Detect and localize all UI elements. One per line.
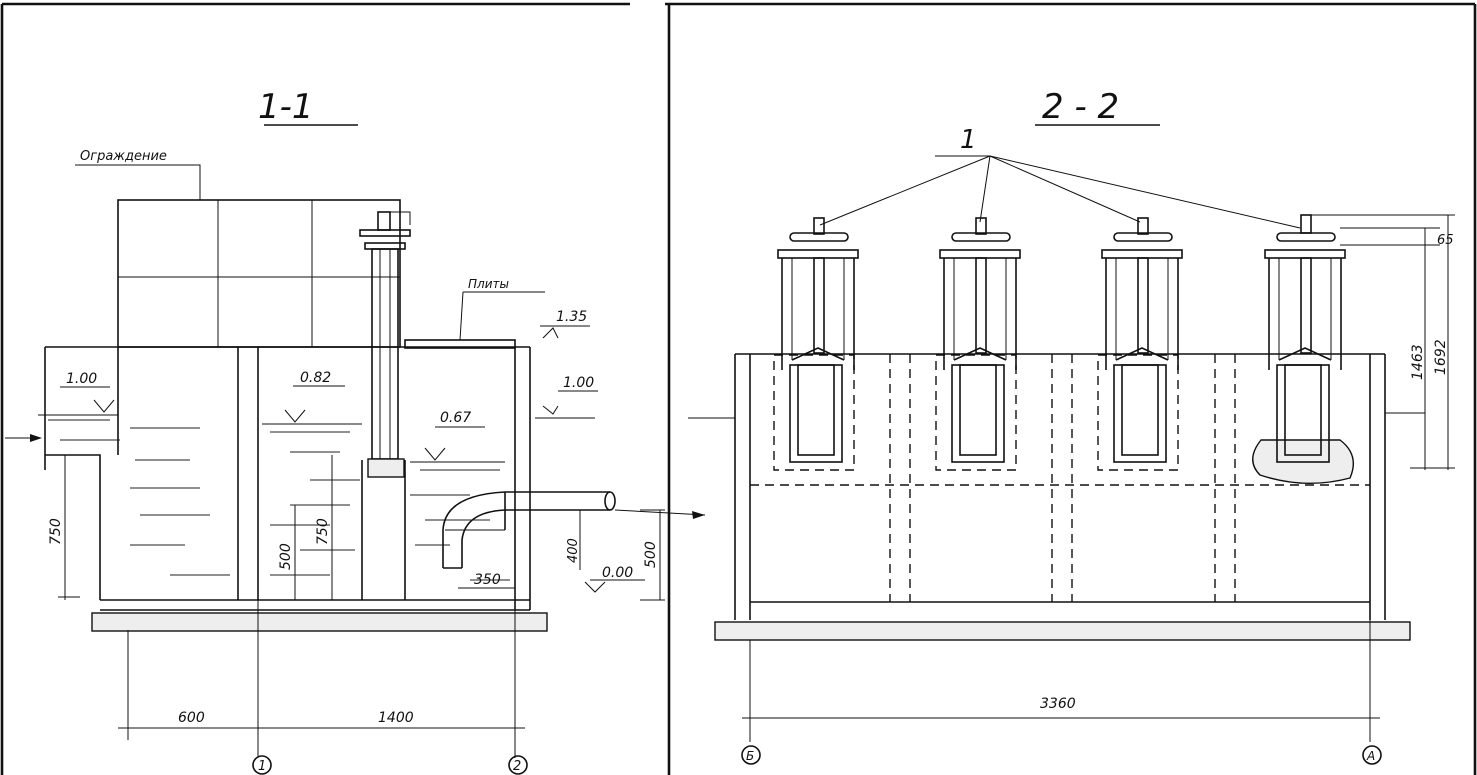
dims-horizontal-right: 3360 Б А — [741, 620, 1382, 765]
dim-750-left: 750 — [48, 518, 64, 545]
dim-1400: 1400 — [378, 710, 414, 726]
dim-400: 400 — [566, 538, 581, 563]
axis-2: 2 — [513, 759, 521, 774]
callout-leaders — [819, 155, 1301, 229]
dim-600: 600 — [178, 710, 205, 726]
elev-100-right: 1.00 — [563, 375, 594, 391]
elev-082: 0.82 — [300, 370, 331, 386]
axis-a: А — [1366, 749, 1375, 763]
fence — [117, 199, 401, 348]
gate-3 — [1097, 217, 1183, 471]
outlet-pipe — [442, 491, 706, 569]
elev-135: 1.35 — [556, 309, 587, 325]
water-hatching — [48, 419, 510, 581]
inlet-arrow — [5, 434, 42, 442]
foundation-left — [91, 612, 548, 632]
gate-4 — [1252, 214, 1354, 484]
gate-2 — [935, 217, 1021, 471]
dims-horizontal-left: 600 1400 1 2 — [118, 600, 528, 775]
elev-100-left: 1.00 — [66, 371, 97, 387]
section-2-2-title: 2 - 2 — [1042, 87, 1119, 127]
dim-500-mid: 500 — [278, 543, 294, 570]
axis-b: Б — [746, 749, 754, 763]
slabs-label: Плиты — [468, 277, 509, 291]
tank-walls — [44, 339, 531, 611]
dim-500-right: 500 — [643, 541, 659, 568]
fence-label: Ограждение — [80, 149, 167, 164]
elevations-left: 1.35 1.00 0.82 0.67 1.00 0.00 — [38, 309, 645, 593]
gate-left — [359, 211, 411, 478]
dims-vertical-right: 65 1463 1692 — [1310, 214, 1455, 470]
dim-750-mid: 750 — [315, 518, 331, 545]
gate-1 — [773, 217, 859, 471]
section-1-1: 1-1 Ограждение Плиты — [5, 87, 706, 775]
dim-1463: 1463 — [1410, 344, 1426, 380]
axis-1: 1 — [258, 759, 266, 774]
callout-1: 1 — [960, 125, 977, 155]
dim-1692: 1692 — [1433, 339, 1449, 375]
dim-65: 65 — [1437, 233, 1454, 248]
foundation-right — [714, 621, 1411, 641]
section-1-1-title: 1-1 — [258, 87, 314, 127]
section-2-2: 2 - 2 1 — [688, 87, 1455, 765]
dims-vertical-left: 750 500 750 400 500 350 — [48, 454, 665, 601]
dim-3360: 3360 — [1040, 696, 1076, 712]
elev-000: 0.00 — [602, 565, 633, 581]
elev-067: 0.67 — [440, 410, 471, 426]
tank-section-2 — [734, 353, 1386, 620]
dim-350: 350 — [474, 572, 501, 588]
